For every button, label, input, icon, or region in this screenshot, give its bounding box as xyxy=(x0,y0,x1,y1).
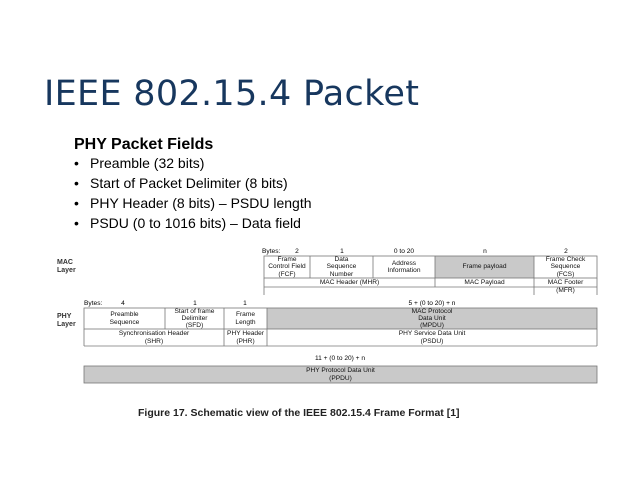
mac-layer-label: MAC Layer xyxy=(57,259,76,274)
ppdu-field: PHY Protocol Data Unit(PPDU) xyxy=(306,367,375,382)
bullet-text: PHY Header (8 bits) – PSDU length xyxy=(90,195,312,211)
bullet-text: Start of Packet Delimiter (8 bits) xyxy=(90,175,288,191)
mpdu-block xyxy=(267,308,597,329)
phy-layer-label: PHY Layer xyxy=(57,313,76,328)
list-item: • Preamble (32 bits) xyxy=(74,153,312,173)
phy-fields-heading: PHY Packet Fields xyxy=(74,136,214,153)
ppdu-size: 11 + (0 to 20) + n xyxy=(314,355,366,362)
bullet-icon: • xyxy=(74,195,79,211)
mac-header-group: MAC Header (MHR) xyxy=(319,278,380,286)
phy-size-mpdu: 5 + (0 to 20) + n xyxy=(408,300,456,307)
bullet-icon: • xyxy=(74,175,79,191)
bullet-text: Preamble (32 bits) xyxy=(90,155,205,171)
mac-payload-group: MAC Payload xyxy=(464,278,505,286)
slide-title: IEEE 802.15.4 Packet xyxy=(44,74,420,114)
mac-footer-group: MAC Footer(MFR) xyxy=(547,279,584,294)
mac-payload-block xyxy=(435,256,534,278)
mac-field-payload: Frame payload xyxy=(462,263,507,271)
phy-bytes-label: Bytes: xyxy=(84,300,103,307)
list-item: • Start of Packet Delimiter (8 bits) xyxy=(74,173,312,193)
list-item: • PHY Header (8 bits) – PSDU length xyxy=(74,193,312,213)
phy-fields-list: • Preamble (32 bits) • Start of Packet Del… xyxy=(74,153,312,233)
phy-shr-group: Synchronisation Header(SHR) xyxy=(118,330,190,345)
mac-bytes-label: Bytes: xyxy=(262,248,281,255)
mac-size-payload: n xyxy=(483,248,487,255)
figure-caption: Figure 17. Schematic view of the IEEE 80… xyxy=(138,407,460,419)
mac-size-fcf: 2 xyxy=(295,248,299,255)
mac-size-dsn: 1 xyxy=(340,248,344,255)
bullet-icon: • xyxy=(74,155,79,171)
phy-phr-group: PHY Header(PHR) xyxy=(227,330,264,345)
mac-size-addr: 0 to 20 xyxy=(393,248,415,255)
phy-size-length: 1 xyxy=(243,300,247,307)
mac-size-fcs: 2 xyxy=(564,248,568,255)
phy-size-preamble: 4 xyxy=(121,300,125,307)
bullet-text: PSDU (0 to 1016 bits) – Data field xyxy=(90,215,301,231)
list-item: • PSDU (0 to 1016 bits) – Data field xyxy=(74,213,312,233)
phy-size-sfd: 1 xyxy=(193,300,197,307)
ppdu-block xyxy=(84,366,597,383)
bullet-icon: • xyxy=(74,215,79,231)
phy-psdu-group: PHY Service Data Unit(PSDU) xyxy=(398,330,466,345)
